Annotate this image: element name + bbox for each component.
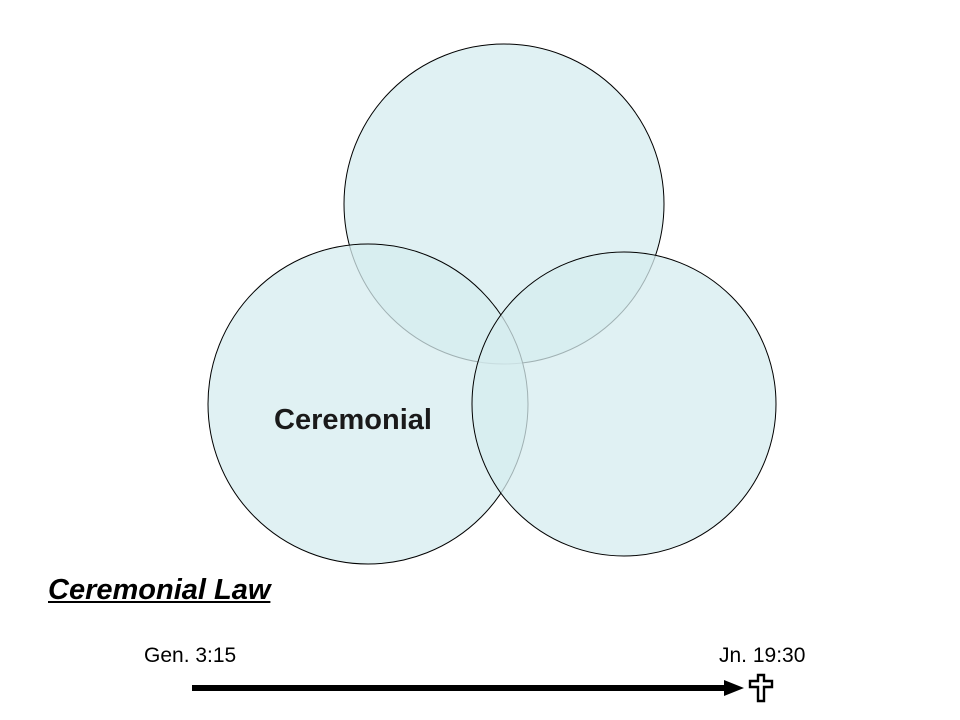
timeline-end-reference: Jn. 19:30: [719, 644, 806, 667]
section-title: Ceremonial Law: [48, 574, 271, 606]
circle-label-ceremonial: Ceremonial: [274, 404, 432, 436]
timeline-start-reference: Gen. 3:15: [144, 644, 237, 667]
timeline-arrow: [192, 680, 744, 696]
cross-icon: [748, 673, 774, 703]
venn-circles: [207, 43, 777, 565]
arrow-head: [724, 680, 744, 696]
circle-right: [471, 251, 777, 557]
